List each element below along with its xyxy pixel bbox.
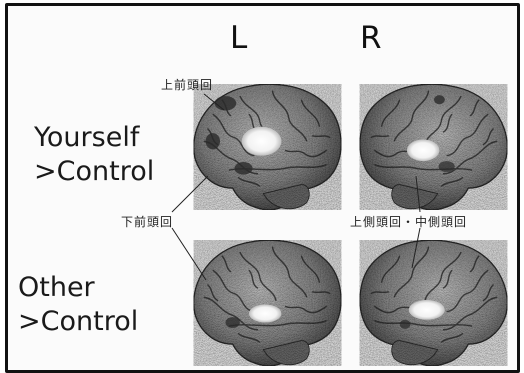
row-label-yourself-line2: >Control — [34, 155, 154, 189]
activation-blob — [409, 300, 445, 320]
row-label-yourself-line1: Yourself — [34, 121, 154, 155]
activation-spot — [439, 161, 455, 172]
activation-spot — [215, 96, 237, 110]
brain-left-other — [181, 234, 353, 373]
row-label-yourself: Yourself >Control — [34, 121, 154, 189]
figure-frame: L R Yourself >Control Other >Control — [5, 3, 520, 373]
activation-spot — [400, 320, 411, 329]
activation-spot — [206, 133, 220, 149]
activation-blob — [242, 127, 282, 156]
activation-spot — [434, 95, 445, 104]
activation-blob — [249, 304, 282, 322]
left-hemisphere-label: L — [230, 20, 248, 56]
right-hemisphere-label: R — [360, 20, 383, 56]
brain-right-yourself — [348, 78, 520, 218]
activation-spot — [234, 162, 252, 175]
region-label-superior-middle-temporal: 上側頭回・中側頭回 — [350, 213, 467, 230]
row-label-other-line1: Other — [18, 271, 138, 305]
row-label-other: Other >Control — [18, 271, 138, 339]
brain-left-yourself — [181, 78, 353, 218]
brain-right-other — [348, 234, 520, 373]
activation-spot — [225, 317, 239, 328]
region-label-superior-frontal: 上前頭回 — [161, 76, 213, 93]
region-label-inferior-frontal: 下前頭回 — [121, 213, 173, 230]
row-label-other-line2: >Control — [18, 305, 138, 339]
activation-blob — [407, 139, 440, 161]
